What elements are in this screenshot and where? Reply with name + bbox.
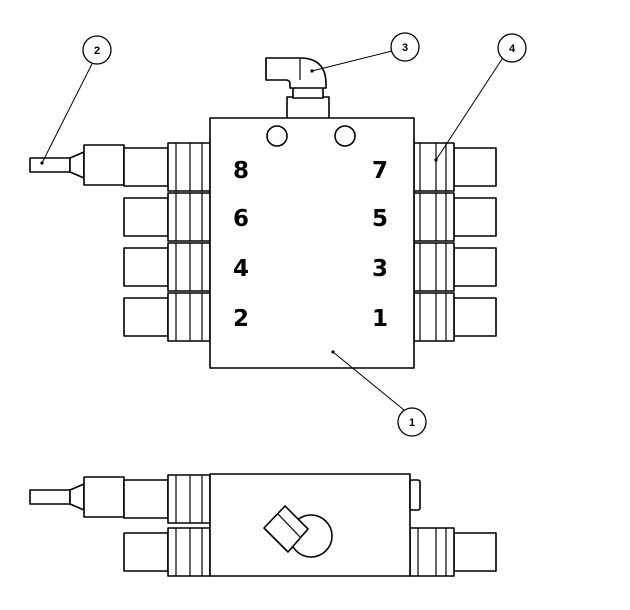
side-elbow-fitting	[263, 505, 333, 558]
callout-1: 1	[397, 407, 427, 437]
side-outlet-right-body	[409, 527, 455, 577]
port-number-left: 6	[233, 206, 249, 232]
callout-label: 1	[409, 417, 415, 429]
leader-line-1	[332, 351, 405, 411]
leader-line-3	[311, 50, 393, 72]
callout-3: 3	[390, 32, 420, 62]
side-view	[29, 473, 497, 577]
right-outlet-1	[413, 292, 497, 342]
left-outlet-2	[123, 292, 211, 342]
callout-label: 3	[402, 42, 408, 54]
right-outlet-3	[413, 242, 497, 292]
callout-2: 2	[82, 35, 112, 65]
divider-block-body	[209, 117, 415, 369]
side-end-plug	[409, 479, 421, 511]
port-numbers: 8 6 4 2 7 5 3 1	[233, 158, 388, 332]
left-outlet-6	[123, 192, 211, 242]
port-number-left: 4	[233, 256, 249, 282]
right-outlet-5	[413, 192, 497, 242]
port-number-right: 5	[372, 206, 388, 232]
mounting-hole-left	[266, 125, 288, 147]
callout-label: 4	[509, 43, 516, 55]
right-outlet-7	[413, 142, 497, 192]
port-number-right: 7	[372, 158, 388, 184]
callout-balloons: 2 3 4 1	[82, 32, 527, 437]
side-outlet-left-body	[167, 527, 211, 577]
left-outlet-8	[29, 142, 211, 192]
left-outlets	[29, 142, 211, 342]
leader-dot-1	[331, 350, 335, 354]
mounting-hole-right	[334, 125, 356, 147]
side-outlet-left-nut	[123, 532, 169, 572]
leader-line-4	[435, 55, 505, 161]
inlet-elbow-fitting	[265, 57, 330, 122]
callout-4: 4	[497, 33, 527, 63]
port-number-right: 3	[372, 256, 388, 282]
callout-label: 2	[94, 45, 100, 57]
port-number-left: 8	[233, 158, 249, 184]
side-supply-tube	[29, 489, 71, 505]
right-outlets	[413, 142, 497, 342]
port-number-right: 1	[372, 306, 388, 332]
left-outlet-4	[123, 242, 211, 292]
top-view: 8 6 4 2 7 5 3 1 2	[29, 32, 527, 437]
side-outlet-right-nut	[453, 532, 497, 572]
leader-dot-2	[40, 161, 44, 165]
leader-dot-4	[434, 158, 438, 162]
port-number-left: 2	[233, 306, 249, 332]
leader-lines	[40, 50, 505, 411]
leader-line-2	[41, 53, 98, 164]
leader-dot-3	[310, 69, 314, 73]
